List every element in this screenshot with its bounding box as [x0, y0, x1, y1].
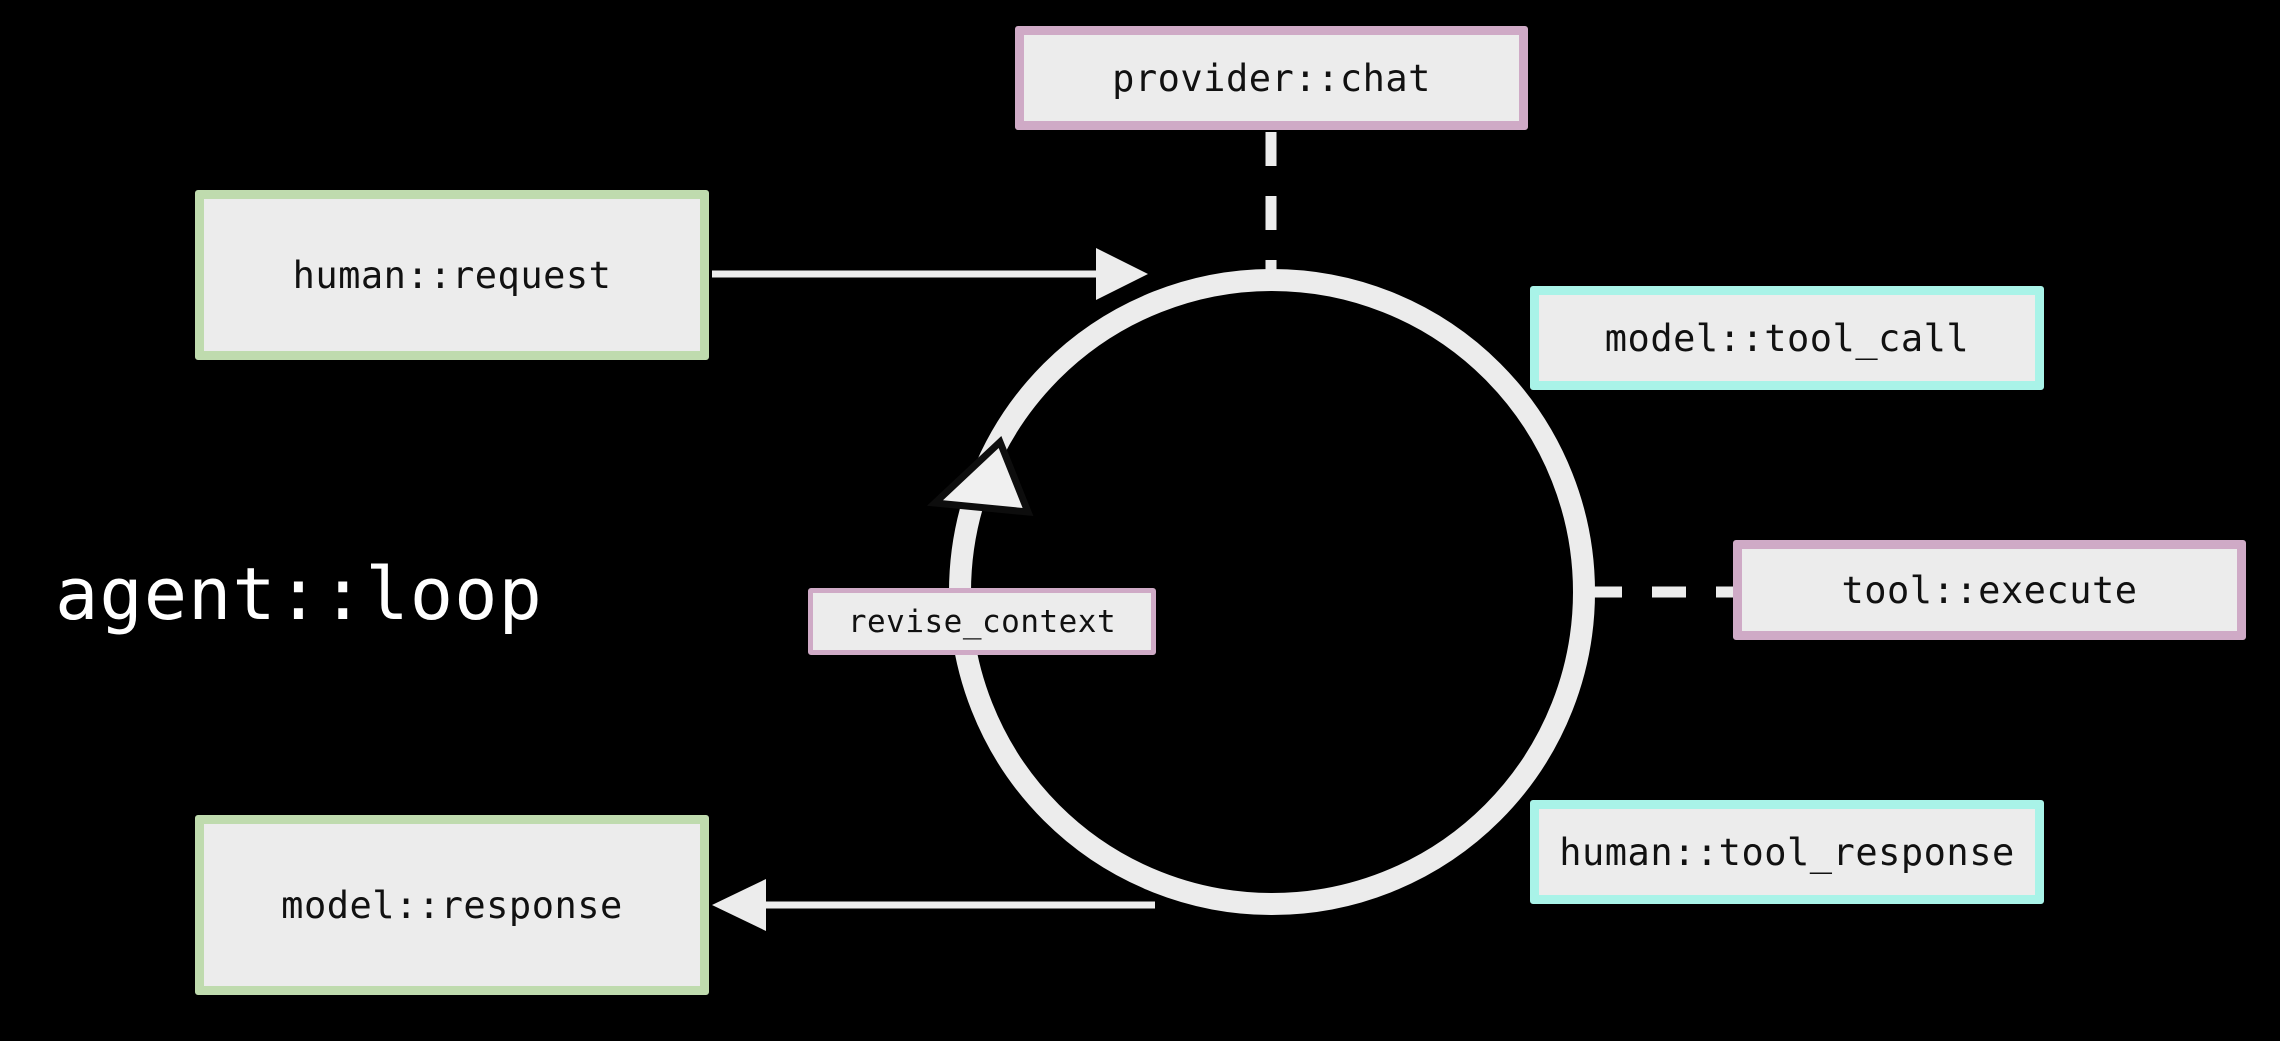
- node-provider-chat-label: provider::chat: [1112, 56, 1431, 100]
- node-revise-context-label: revise_context: [847, 603, 1117, 640]
- node-model-response[interactable]: model::response: [195, 815, 709, 995]
- node-human-request-label: human::request: [292, 253, 612, 297]
- edge-request-into-loop: [712, 248, 1148, 300]
- node-model-tool-call-label: model::tool_call: [1604, 316, 1970, 360]
- node-provider-chat[interactable]: provider::chat: [1015, 26, 1528, 130]
- diagram-title: agent::loop: [55, 552, 543, 636]
- loop-direction-arrowhead: [926, 435, 1034, 517]
- node-revise-context[interactable]: revise_context: [808, 588, 1156, 655]
- node-tool-execute-label: tool::execute: [1841, 568, 2138, 612]
- node-tool-execute[interactable]: tool::execute: [1733, 540, 2246, 640]
- edge-loop-to-response: [712, 879, 1155, 931]
- node-human-tool-response-label: human::tool_response: [1559, 830, 2015, 874]
- node-model-tool-call[interactable]: model::tool_call: [1530, 286, 2044, 390]
- node-model-response-label: model::response: [281, 883, 623, 927]
- node-human-tool-response[interactable]: human::tool_response: [1530, 800, 2044, 904]
- node-human-request[interactable]: human::request: [195, 190, 709, 360]
